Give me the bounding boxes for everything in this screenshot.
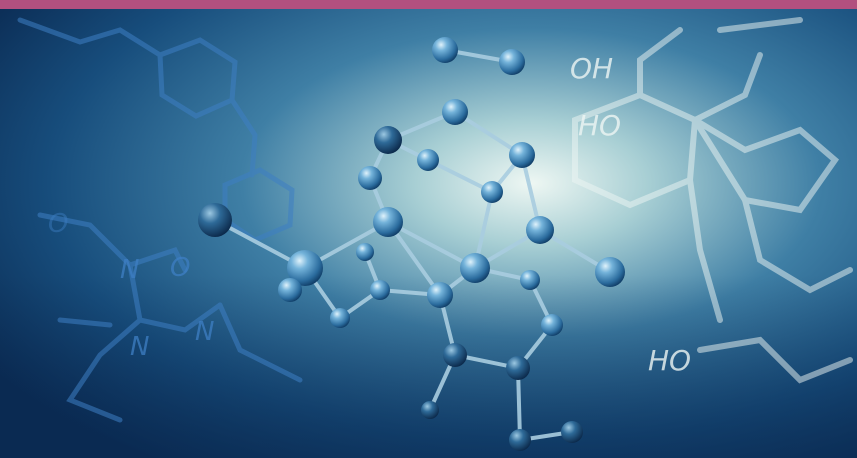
atom — [526, 216, 554, 244]
atom — [373, 207, 403, 237]
atom — [358, 166, 382, 190]
atom — [460, 253, 490, 283]
label-o-upper: O — [170, 253, 190, 283]
label-ho-bottom: HO — [648, 344, 691, 377]
atom — [520, 270, 540, 290]
atom — [442, 99, 468, 125]
atom — [443, 343, 467, 367]
atom — [499, 49, 525, 75]
label-n-right: N — [195, 317, 214, 347]
label-o-left: O — [48, 209, 68, 239]
right-formula — [572, 17, 853, 384]
atom — [509, 429, 531, 451]
atom — [421, 401, 439, 419]
right-formula-labels: OH HO HO — [570, 52, 691, 377]
top-frame — [0, 0, 857, 9]
atom — [356, 243, 374, 261]
atom — [278, 278, 302, 302]
atom — [481, 181, 503, 203]
atom — [287, 250, 323, 286]
atom — [595, 257, 625, 287]
atom — [370, 280, 390, 300]
molecule-atoms — [198, 37, 625, 451]
atom — [374, 126, 402, 154]
atom — [330, 308, 350, 328]
atom — [541, 314, 563, 336]
atom — [506, 356, 530, 380]
atom — [198, 203, 232, 237]
atom — [561, 421, 583, 443]
left-formula — [17, 17, 303, 423]
label-n-upper: N — [120, 255, 139, 285]
label-ho-mid: HO — [578, 109, 621, 142]
left-formula-labels: N O N N O — [48, 209, 214, 362]
atom — [417, 149, 439, 171]
label-n-lower: N — [130, 332, 149, 362]
label-oh-top: OH — [570, 52, 613, 85]
atom — [427, 282, 453, 308]
atom — [509, 142, 535, 168]
atom — [432, 37, 458, 63]
